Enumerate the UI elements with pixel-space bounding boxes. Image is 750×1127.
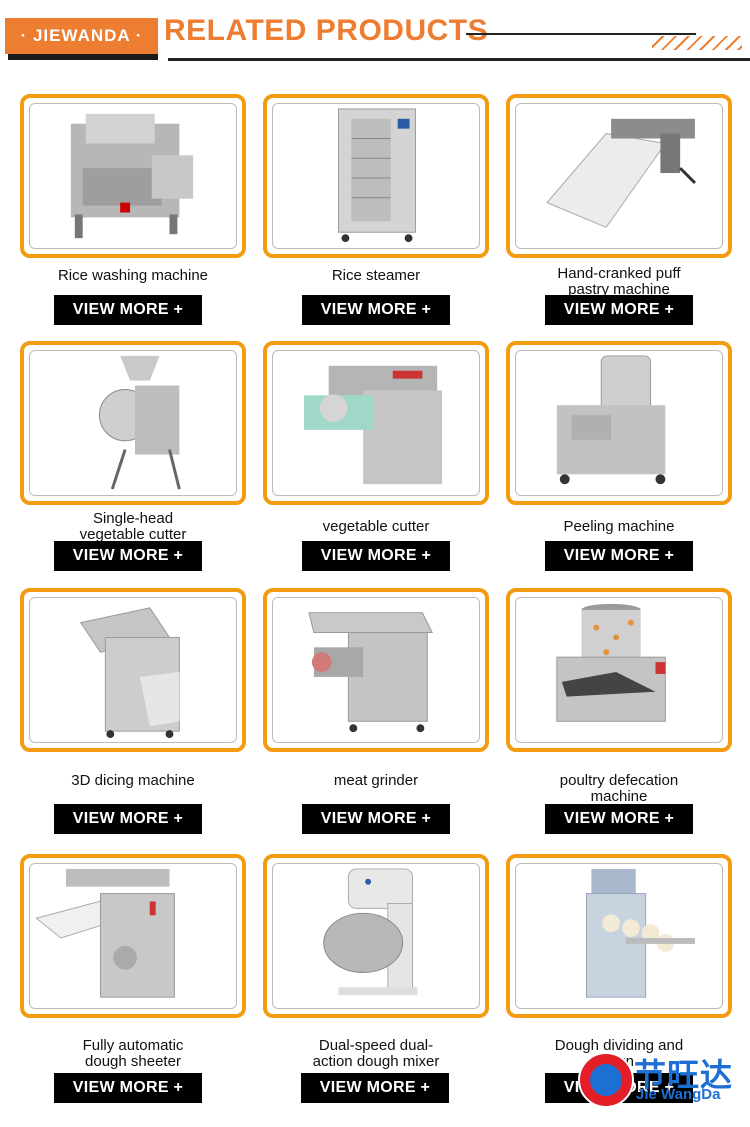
view-more-button[interactable]: VIEW MORE + — [302, 295, 450, 325]
product-image-frame[interactable] — [506, 588, 732, 752]
product-image-frame[interactable] — [20, 588, 246, 752]
product-image-frame[interactable] — [263, 854, 489, 1018]
view-more-button[interactable]: VIEW MORE + — [54, 541, 202, 571]
rice-washing-machine-image — [29, 103, 237, 249]
rice-steamer-image — [272, 103, 480, 249]
product-image-frame[interactable] — [20, 94, 246, 258]
product-name: Rice washing machine — [57, 267, 209, 284]
poultry-machine-image — [515, 597, 723, 743]
view-more-button[interactable]: VIEW MORE + — [54, 295, 202, 325]
view-more-button[interactable]: VIEW MORE + — [545, 804, 693, 834]
product-image-frame[interactable] — [263, 94, 489, 258]
product-image-frame[interactable] — [506, 854, 732, 1018]
product-name: meat grinder — [333, 772, 419, 789]
decorative-stripes — [652, 36, 742, 50]
product-name: Dual-speed dual-action dough mixer — [312, 1037, 440, 1070]
product-image-frame[interactable] — [506, 94, 732, 258]
watermark-logo: 节旺达 Jie WangDa — [578, 1052, 748, 1108]
dicing-machine-image — [29, 597, 237, 743]
product-name: Rice steamer — [331, 267, 421, 284]
dough-mixer-image — [272, 863, 480, 1009]
view-more-button[interactable]: VIEW MORE + — [54, 1073, 202, 1103]
dough-sheeter-image — [29, 863, 237, 1009]
view-more-button[interactable]: VIEW MORE + — [302, 804, 450, 834]
product-name: Peeling machine — [563, 518, 675, 535]
view-more-button[interactable]: VIEW MORE + — [301, 1073, 449, 1103]
section-title: RELATED PRODUCTS — [164, 14, 489, 47]
brand-tag: · JIEWANDA · — [5, 18, 158, 54]
view-more-button[interactable]: VIEW MORE + — [302, 541, 450, 571]
peeling-machine-image — [515, 350, 723, 496]
product-image-frame[interactable] — [20, 341, 246, 505]
section-header: · JIEWANDA · RELATED PRODUCTS — [0, 0, 750, 61]
view-more-button[interactable]: VIEW MORE + — [54, 804, 202, 834]
meat-grinder-image — [272, 597, 480, 743]
view-more-button[interactable]: VIEW MORE + — [545, 295, 693, 325]
product-name: 3D dicing machine — [71, 772, 195, 789]
product-name: vegetable cutter — [322, 518, 430, 535]
pastry-machine-image — [515, 103, 723, 249]
divider-line — [168, 58, 750, 61]
product-image-frame[interactable] — [506, 341, 732, 505]
product-image-frame[interactable] — [20, 854, 246, 1018]
logo-icon — [578, 1052, 634, 1108]
logo-english-text: Jie WangDa — [636, 1086, 721, 1103]
product-image-frame[interactable] — [263, 341, 489, 505]
single-head-cutter-image — [29, 350, 237, 496]
logo-chinese-text: 节旺达 — [634, 1056, 734, 1094]
product-image-frame[interactable] — [263, 588, 489, 752]
dough-divider-image — [515, 863, 723, 1009]
vegetable-cutter-image — [272, 350, 480, 496]
divider-line — [466, 33, 696, 35]
view-more-button[interactable]: VIEW MORE + — [545, 541, 693, 571]
